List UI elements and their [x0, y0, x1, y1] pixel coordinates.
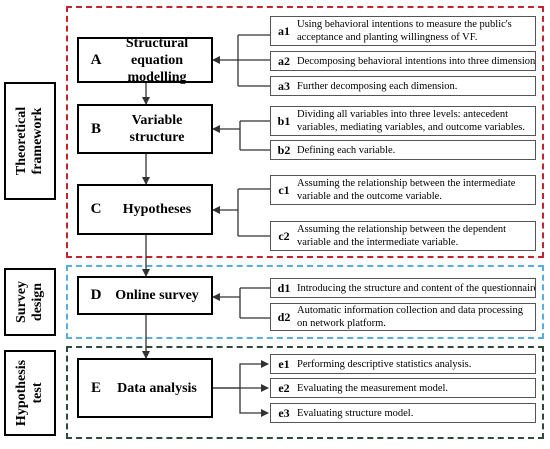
step-c-hypotheses: C Hypotheses: [77, 184, 213, 235]
item-a1-code: a1: [278, 23, 290, 38]
item-d2-code: d2: [277, 309, 291, 324]
item-e2-code: e2: [278, 380, 290, 395]
item-d1-code: d1: [277, 280, 291, 295]
step-d-letter: D: [90, 287, 102, 303]
item-c1: c1 Assuming the relationship between the…: [270, 175, 536, 205]
item-c2-text: Assuming the relationship between the de…: [297, 224, 507, 248]
item-b1-code: b1: [277, 113, 291, 128]
theoretical-framework-label: Theoretical framework: [4, 82, 56, 200]
item-e3-code: e3: [278, 405, 290, 420]
item-a3-text: Further decomposing each dimension.: [297, 80, 458, 92]
step-c-letter: C: [90, 201, 102, 217]
step-c-title: Hypotheses: [122, 202, 192, 217]
item-c2-code: c2: [278, 228, 290, 243]
step-b-letter: B: [90, 120, 101, 137]
item-e2-text: Evaluating the measurement model.: [297, 382, 449, 394]
item-a2: a2 Decomposing behavioral intentions int…: [270, 51, 536, 71]
item-e3: e3 Evaluating structure model.: [270, 403, 536, 423]
item-a1-text: Using behavioral intentions to measure t…: [297, 19, 512, 43]
item-b2: b2 Defining each variable.: [270, 140, 536, 160]
item-e1-text: Performing descriptive statistics analys…: [297, 358, 472, 370]
item-b2-code: b2: [277, 142, 291, 157]
item-b2-text: Defining each variable.: [297, 144, 396, 156]
item-c2: c2 Assuming the relationship between the…: [270, 221, 536, 251]
step-a-letter: A: [90, 51, 102, 68]
step-b-title: Variable structure: [129, 113, 185, 145]
item-d2-text: Automatic information collection and dat…: [297, 305, 523, 329]
step-a-title: Structural equation modelling: [125, 35, 189, 85]
item-a2-text: Decomposing behavioral intentions into t…: [297, 55, 535, 67]
item-a2-code: a2: [278, 53, 290, 68]
item-d1: d1 Introducing the structure and content…: [270, 278, 536, 298]
hypothesis-test-frame: [66, 346, 544, 439]
survey-design-frame: [66, 265, 544, 339]
item-e2: e2 Evaluating the measurement model.: [270, 378, 536, 398]
item-d2: d2 Automatic information collection and …: [270, 303, 536, 331]
item-b1-text: Dividing all variables into three levels…: [297, 109, 526, 133]
step-a-structural-equation-modelling: A Structural equation modelling: [77, 35, 213, 85]
item-a1: a1 Using behavioral intentions to measur…: [270, 16, 536, 46]
item-e1-code: e1: [278, 356, 290, 371]
item-c1-code: c1: [278, 182, 290, 197]
survey-design-label: Survey design: [4, 268, 56, 336]
step-e-title: Data analysis: [117, 380, 197, 396]
step-e-data-analysis: E Data analysis: [77, 358, 213, 418]
step-d-title: Online survey: [115, 288, 199, 303]
item-a3: a3 Further decomposing each dimension.: [270, 76, 536, 96]
item-e1: e1 Performing descriptive statistics ana…: [270, 354, 536, 374]
theoretical-framework-frame: [66, 6, 544, 258]
item-e3-text: Evaluating structure model.: [297, 407, 414, 419]
step-e-letter: E: [90, 379, 101, 396]
hypothesis-test-label: Hypothesis test: [4, 350, 56, 436]
item-c1-text: Assuming the relationship between the in…: [297, 178, 516, 202]
item-d1-text: Introducing the structure and content of…: [297, 282, 535, 294]
item-b1: b1 Dividing all variables into three lev…: [270, 106, 536, 136]
step-b-variable-structure: B Variable structure: [77, 104, 213, 154]
step-d-online-survey: D Online survey: [77, 276, 213, 315]
item-a3-code: a3: [278, 78, 290, 93]
